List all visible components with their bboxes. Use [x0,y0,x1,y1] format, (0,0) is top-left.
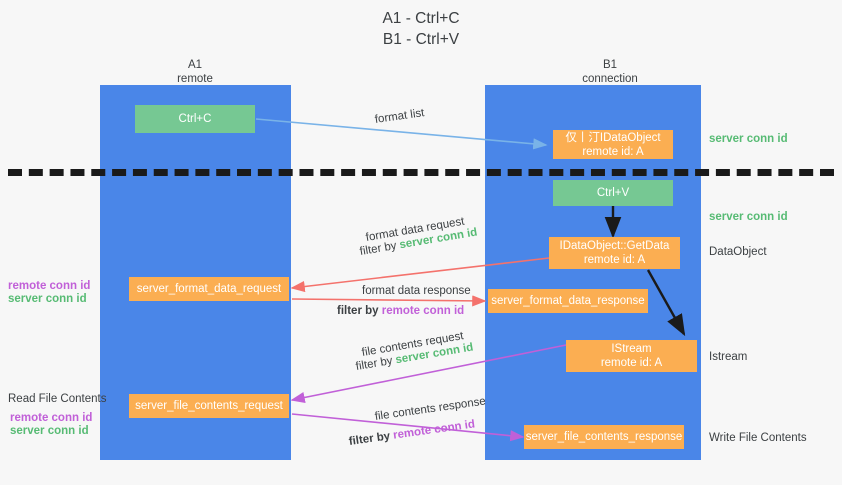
box-getdata-line1: IDataObject::GetData [559,240,670,252]
box-ctrl-c-label: Ctrl+C [178,113,212,125]
box-server-format-data-response[interactable]: server_format_data_response [488,289,648,313]
edge-filter-format-data-response: filter by remote conn id [337,304,464,319]
box-server-format-data-request-label: server_format_data_request [136,283,282,295]
side-label-server-conn-id-top: server conn id [709,132,788,147]
remote-conn-id-text-1: remote conn id [381,305,465,317]
write-file-contents-text: Write File Contents [709,432,807,444]
box-ctrl-c[interactable]: Ctrl+C [135,105,255,133]
lane-a1-name: A1 [187,59,203,71]
remote-conn-id-left-2: remote conn id [10,412,93,424]
box-ctrl-v-label: Ctrl+V [596,187,630,199]
filter-by-text-2: filter by [337,305,382,317]
side-label-server-conn-id-2: server conn id [10,424,89,439]
side-label-istream: Istream [709,350,747,365]
server-conn-id-mid-text: server conn id [709,211,788,223]
box-server-file-contents-response[interactable]: server_file_contents_response [524,425,684,449]
box-istream[interactable]: IStream remote id: A [566,340,697,372]
title-line-2: B1 - Ctrl+V [382,31,460,48]
edge-filter-format-data-request: filter by server conn id [359,226,479,260]
box-server-file-contents-response-label: server_file_contents_response [525,431,683,443]
side-label-read-file-contents: Read File Contents [8,392,106,407]
phase-divider [8,169,834,176]
side-label-remote-conn-id-2: remote conn id [10,411,92,426]
box-istream-line1: IStream [611,343,652,355]
box-server-file-contents-request[interactable]: server_file_contents_request [129,394,289,418]
edge-label-format-data-response: format data response [362,284,471,299]
lane-b1-name: B1 [602,59,618,71]
diagram-title: A1 - Ctrl+C B1 - Ctrl+V [0,8,842,50]
box-ctrl-v[interactable]: Ctrl+V [553,180,673,206]
server-conn-id-left-1: server conn id [8,293,87,305]
istream-text: Istream [709,351,748,363]
title-line-1: A1 - Ctrl+C [382,10,460,27]
box-server-format-data-request[interactable]: server_format_data_request [129,277,289,301]
read-file-contents-text: Read File Contents [8,393,107,405]
side-label-server-conn-id-mid: server conn id [709,210,788,225]
lane-header-b1: B1 connection [555,58,665,86]
lane-header-a1: A1 remote [140,58,250,86]
server-conn-id-left-2: server conn id [10,425,89,437]
edge-label-format-list: format list [374,106,425,128]
remote-conn-id-left-1: remote conn id [8,280,91,292]
side-label-write-file-contents: Write File Contents [709,431,807,446]
box-server-format-data-response-label: server_format_data_response [491,295,645,307]
server-conn-id-top-text: server conn id [709,133,788,145]
box-getdata-line2: remote id: A [583,254,646,266]
dataobject-text: DataObject [709,246,767,258]
edge-filter-file-contents-request: filter by server conn id [355,341,475,375]
side-label-dataobject: DataObject [709,245,767,260]
format-data-response-text: format data response [362,285,471,297]
format-list-text: format list [374,107,426,126]
box-idataobject-line1: 仅⼁汀IDataObject [565,131,661,144]
box-getdata[interactable]: IDataObject::GetData remote id: A [549,237,680,269]
box-idataobject-line2: remote id: A [582,145,644,158]
lane-b1-sub: connection [582,73,638,85]
side-label-remote-conn-id-1: remote conn id [8,279,90,294]
lane-a1-sub: remote [177,73,213,85]
side-label-server-conn-id-1: server conn id [8,292,87,307]
filter-by-text-4: filter by [348,429,395,448]
box-idataobject[interactable]: 仅⼁汀IDataObject remote id: A [553,130,673,159]
edge-filter-file-contents-response: filter by remote conn id [348,418,476,450]
box-istream-line2: remote id: A [600,357,663,369]
box-server-file-contents-request-label: server_file_contents_request [135,400,283,412]
